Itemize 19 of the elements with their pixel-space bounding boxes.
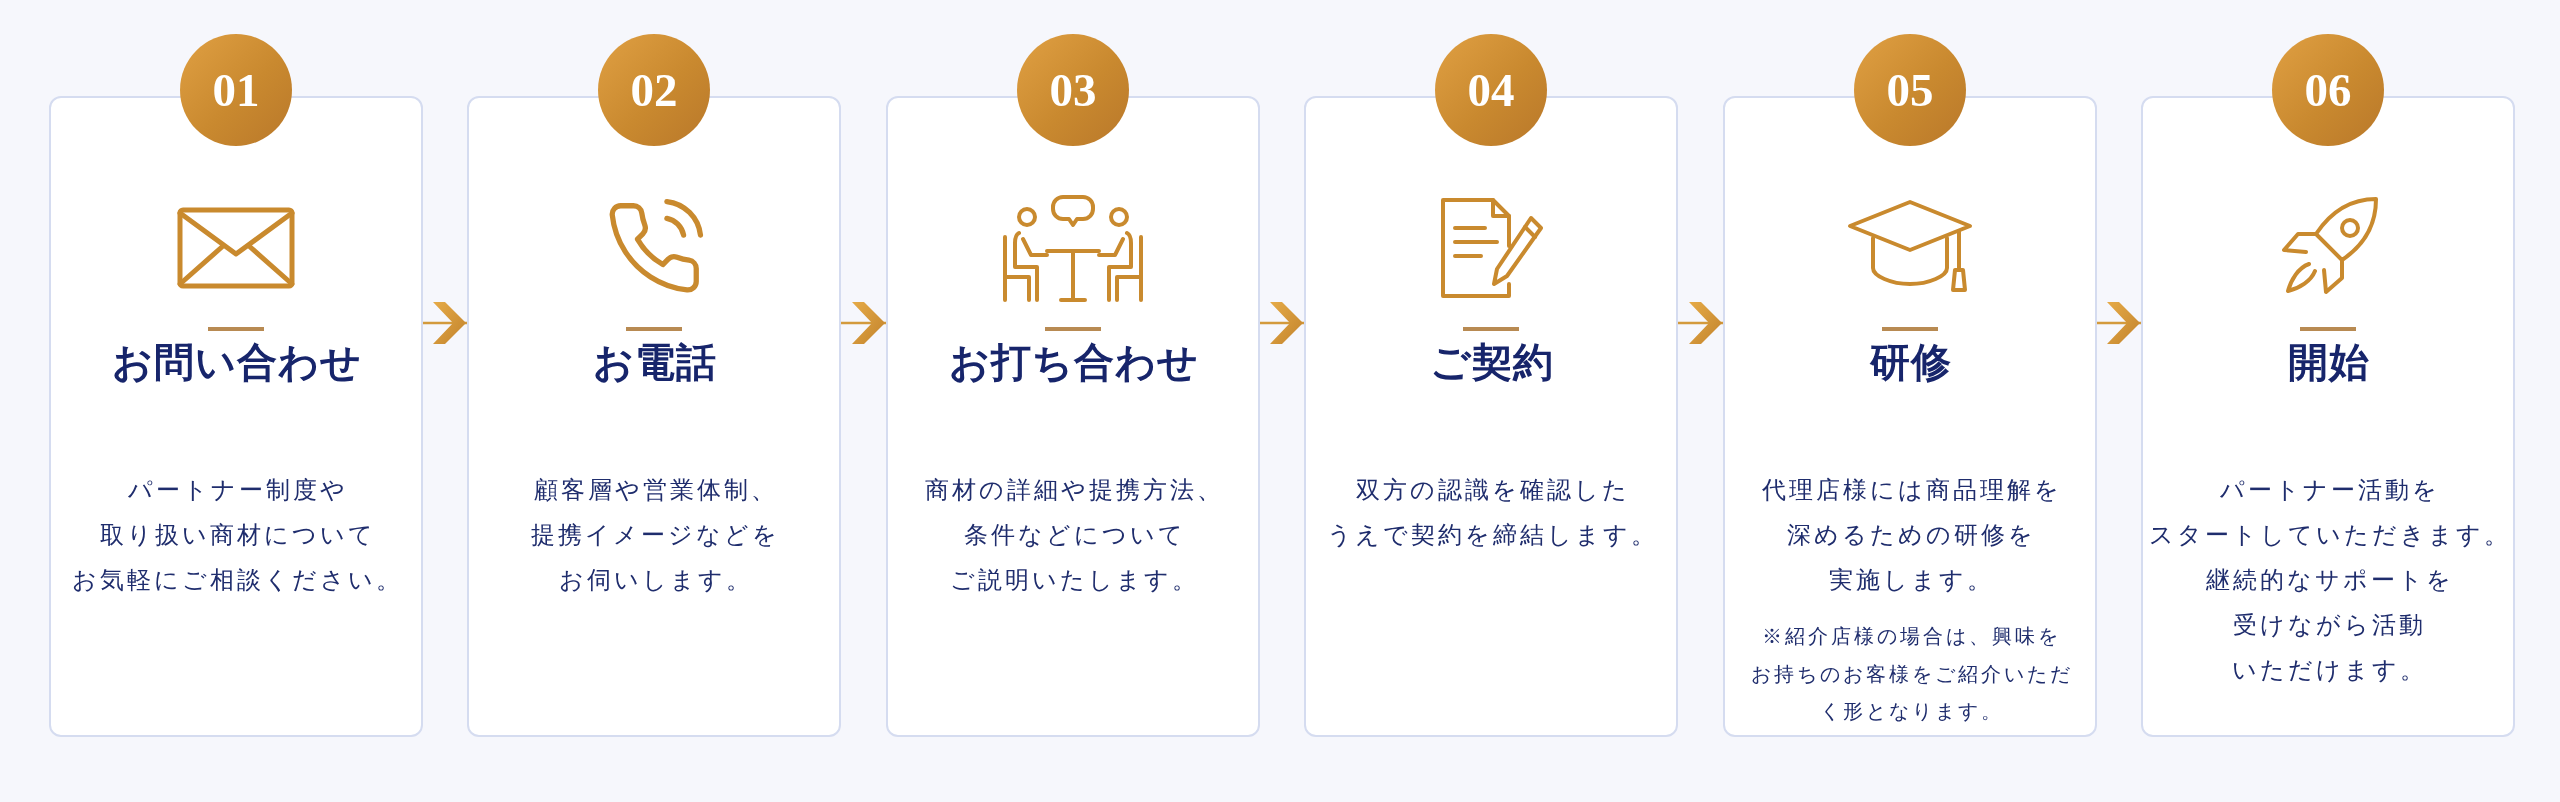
note-text: ※紹介店様の場合は、興味をお持ちのお客様をご紹介いただく形となります。 [1749, 625, 2073, 724]
step-description: パートナー活動をスタートしていただきます。継続的なサポートを受けながら活動いただけます。 [2147, 476, 2511, 685]
step-title: お電話 [591, 339, 717, 387]
step-title: お問い合わせ [110, 339, 362, 387]
number-circle: 04 [1435, 34, 1547, 146]
step-description: 代理店様には商品理解を深めるための研修を実施します。 [1760, 476, 2062, 595]
step-title: ご契約 [1428, 339, 1554, 387]
step-title: 研修 [1868, 339, 1952, 387]
number-circle: 01 [180, 34, 292, 146]
number-circle: 05 [1854, 34, 1966, 146]
step-description: パートナー制度や取り扱い商材についてお気軽にご相談ください。 [71, 476, 403, 595]
step-description: 双方の認識を確認したうえで契約を締結します。 [1326, 476, 1658, 550]
step-title: 開始 [2286, 339, 2370, 387]
number-circle: 06 [2272, 34, 2384, 146]
number-circle: 02 [598, 34, 710, 146]
step-description: 顧客層や営業体制、提携イメージなどをお伺いします。 [530, 476, 780, 595]
number-circle: 03 [1017, 34, 1129, 146]
step-title: お打ち合わせ [947, 339, 1199, 387]
step-description: 商材の詳細や提携方法、条件などについてご説明いたします。 [924, 476, 1224, 595]
